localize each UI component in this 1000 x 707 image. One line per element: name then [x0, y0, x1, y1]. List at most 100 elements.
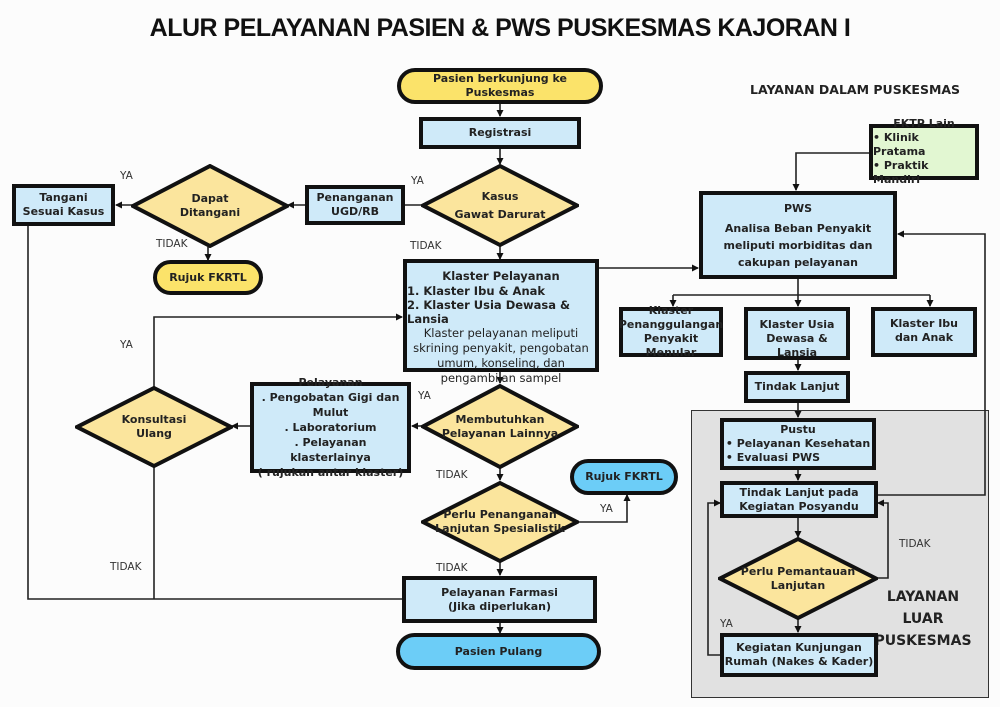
klaster-dewasa-line2: Dewasa & Lansia	[766, 332, 828, 359]
kunjungan-box: Kegiatan Kunjungan Rumah (Nakes & Kader)	[720, 633, 878, 677]
ugd-line1: Penanganan	[316, 191, 394, 204]
pustu-list: Pelayanan Kesehatan Evaluasi PWS	[726, 437, 870, 465]
membutuhkan-line2: Pelayanan Lainnya	[441, 426, 559, 440]
klaster-menular-line3: Penyakit Menular	[643, 332, 699, 359]
klaster-dewasa-box: Klaster Usia Dewasa & Lansia	[744, 307, 850, 360]
fktp-box: FKTP Lain Klinik Pratama Praktik Mandiri	[869, 117, 979, 186]
edge-pemantauan-posyandu	[877, 499, 889, 579]
spesialistik-line2: Lanjutan Spesialistik	[435, 522, 565, 535]
label-ya-gd: YA	[411, 175, 424, 187]
label-tidak-dapat: TIDAK	[156, 238, 188, 250]
pelayanan-lain-item-2: . Laboratorium	[284, 421, 377, 434]
gawat-darurat-line1: Kasus	[481, 189, 519, 203]
registrasi-box: Registrasi	[419, 117, 581, 149]
klaster-menular-line1: Klaster	[648, 304, 694, 317]
membutuhkan-line1: Membutuhkan	[455, 412, 545, 426]
pelayanan-lain-item-4: ( rujukan antar klaster)	[257, 466, 404, 479]
posyandu-line1: Tindak Lanjut pada	[739, 485, 859, 499]
klaster-title: Klaster Pelayanan	[442, 269, 560, 283]
label-ya-pemantauan: YA	[720, 618, 733, 630]
pulang-label: Pasien Pulang	[454, 644, 543, 658]
label-tidak-gd: TIDAK	[410, 240, 442, 252]
start-terminal: Pasien berkunjung ke Puskesmas	[397, 68, 603, 104]
posyandu-box: Tindak Lanjut pada Kegiatan Posyandu	[720, 481, 878, 518]
dapat-line2: Ditangani	[179, 206, 241, 219]
pws-desc: Analisa Beban Penyakit meliputi morbidit…	[723, 222, 873, 269]
fktp-title: FKTP Lain	[893, 117, 955, 130]
fktp-list: Klinik Pratama Praktik Mandiri	[873, 131, 975, 187]
klaster-ibu-line2: dan Anak	[894, 331, 954, 344]
rujuk-fkrtl-terminal-1: Rujuk FKRTL	[153, 260, 263, 295]
posyandu-line2: Kegiatan Posyandu	[739, 499, 859, 513]
klaster-menular-line2: Penanggulangan	[618, 318, 724, 331]
pelayanan-lain-item-1: . Pengobatan Gigi dan Mulut	[261, 391, 400, 419]
label-ya-konsultasi: YA	[120, 339, 133, 351]
edge-tangani-farmasi	[27, 225, 402, 600]
konsultasi-line2: Ulang	[136, 427, 172, 440]
section-label-inside: LAYANAN DALAM PUSKESMAS	[750, 82, 961, 97]
tindak-lanjut-box: Tindak Lanjut	[744, 371, 850, 403]
edge-spesialistik-rujuk	[577, 494, 631, 523]
dapat-line1: Dapat	[191, 192, 229, 205]
tangani-box: Tangani Sesuai Kasus	[12, 184, 115, 226]
klaster-item-1: 1. Klaster Ibu & Anak	[407, 284, 546, 298]
farmasi-box: Pelayanan Farmasi (Jika diperlukan)	[402, 576, 597, 623]
start-label: Pasien berkunjung ke Puskesmas	[433, 72, 567, 99]
gawat-darurat-line2: Gawat Darurat	[454, 207, 546, 221]
pustu-item-2: Evaluasi PWS	[726, 451, 870, 465]
farmasi-line1: Pelayanan Farmasi	[441, 585, 558, 599]
ugd-box: Penanganan UGD/RB	[305, 185, 405, 225]
pelayanan-lain-title: Pelayanan	[298, 376, 363, 389]
tangani-line2: Sesuai Kasus	[22, 205, 105, 218]
page-title: ALUR PELAYANAN PASIEN & PWS PUSKESMAS KA…	[149, 14, 851, 42]
rujuk-fkrtl-1-label: Rujuk FKRTL	[169, 270, 247, 284]
edge-konsultasi-klaster	[153, 313, 403, 387]
pelayanan-lain-item-3: . Pelayanan klasterlainya	[290, 436, 371, 464]
ugd-line2: UGD/RB	[331, 205, 379, 218]
klaster-ibu-line1: Klaster Ibu	[889, 317, 959, 330]
registrasi-label: Registrasi	[468, 126, 532, 139]
label-ya-membutuhkan: YA	[418, 390, 431, 402]
section-label-outside-line1: LAYANAN	[886, 589, 960, 605]
klaster-menular-box: Klaster Penanggulangan Penyakit Menular	[618, 304, 724, 359]
kunjungan-line1: Kegiatan Kunjungan	[736, 641, 862, 654]
pemantauan-line1: Perlu Pemantauan	[740, 564, 856, 578]
label-tidak-spesialistik: TIDAK	[436, 562, 468, 574]
fktp-item-2: Praktik Mandiri	[873, 159, 975, 187]
tindak-lanjut-label: Tindak Lanjut	[754, 380, 840, 393]
klaster-pelayanan-box: Klaster Pelayanan 1. Klaster Ibu & Anak …	[403, 259, 599, 385]
pustu-box: Pustu Pelayanan Kesehatan Evaluasi PWS	[720, 418, 876, 470]
label-ya-spesialistik: YA	[600, 503, 613, 515]
kunjungan-line2: Rumah (Nakes & Kader)	[724, 655, 874, 668]
section-label-outside-line2: LUAR PUSKESMAS	[874, 611, 972, 649]
klaster-list: 1. Klaster Ibu & Anak 2. Klaster Usia De…	[407, 284, 595, 326]
pustu-title: Pustu	[780, 423, 816, 436]
pelayanan-lain-box: Pelayanan . Pengobatan Gigi dan Mulut . …	[250, 376, 411, 479]
klaster-item-2: 2. Klaster Usia Dewasa & Lansia	[407, 298, 571, 326]
pemantauan-line2: Lanjutan	[770, 578, 826, 592]
fktp-item-1: Klinik Pratama	[873, 131, 975, 159]
klaster-ibu-box: Klaster Ibu dan Anak	[871, 307, 977, 357]
section-label-outside: LAYANAN LUAR PUSKESMAS	[860, 586, 986, 652]
rujuk-fkrtl-2-label: Rujuk FKRTL	[585, 470, 663, 483]
spesialistik-line1: Perlu Penanganan	[443, 508, 557, 521]
edge-kunjungan-posyandu-left	[707, 499, 721, 656]
edge-fktp-pws	[792, 152, 869, 191]
tangani-line1: Tangani	[39, 191, 88, 204]
label-tidak-membutuhkan: TIDAK	[436, 469, 468, 481]
label-tidak-pemantauan: TIDAK	[899, 538, 931, 550]
label-ya-dapat: YA	[120, 170, 133, 182]
rujuk-fkrtl-terminal-2: Rujuk FKRTL	[570, 459, 678, 495]
pws-title: PWS	[783, 202, 813, 215]
pws-box: PWS Analisa Beban Penyakit meliputi morb…	[699, 191, 897, 279]
label-tidak-konsultasi: TIDAK	[110, 561, 142, 573]
konsultasi-line1: Konsultasi	[121, 413, 187, 426]
pustu-item-1: Pelayanan Kesehatan	[726, 437, 870, 451]
